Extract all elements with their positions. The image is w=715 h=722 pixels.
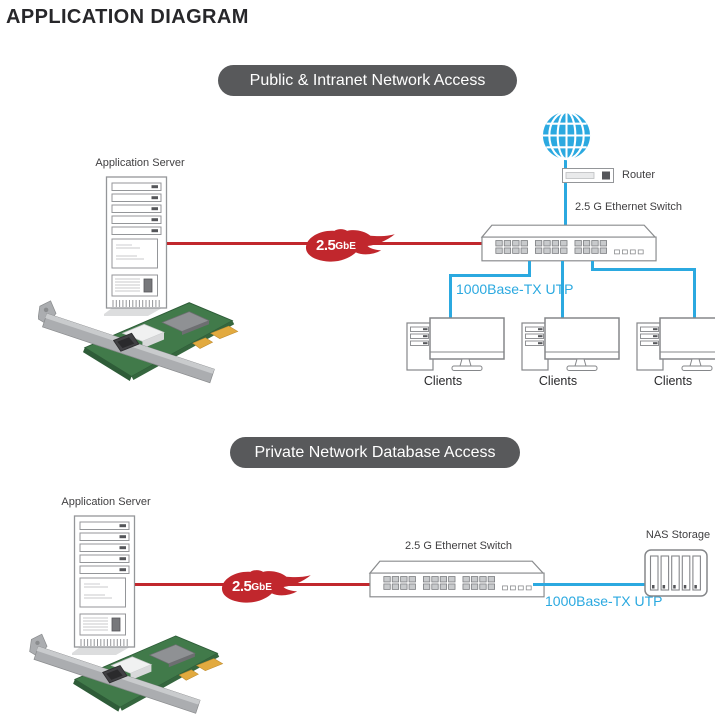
section1-banner: Public & Intranet Network Access — [218, 65, 517, 96]
client3-down-line — [693, 268, 696, 318]
client1-run-line — [449, 274, 531, 277]
ethernet-switch-icon — [368, 559, 548, 600]
globe-icon — [539, 108, 594, 163]
server2-label: Application Server — [61, 496, 151, 508]
nas-storage-icon — [644, 549, 708, 597]
client3-drop-line — [591, 261, 594, 271]
internet-uplink-line — [564, 158, 567, 238]
utp2-label: 1000Base-TX UTP — [545, 593, 663, 609]
nic-card-icon — [38, 288, 254, 392]
router-label: Router — [622, 169, 656, 181]
router-icon — [562, 168, 614, 183]
client3-run-line — [591, 268, 696, 271]
nic-card-icon — [18, 622, 250, 722]
client3-label: Clients — [653, 374, 693, 388]
client-computer-icon — [521, 316, 621, 373]
section2-banner: Private Network Database Access — [230, 437, 520, 468]
nas-link-line — [533, 583, 645, 586]
switch1-label: 2.5 G Ethernet Switch — [575, 201, 682, 213]
client-computer-icon — [406, 316, 506, 373]
client2-label: Clients — [538, 374, 578, 388]
ethernet-switch-icon — [480, 223, 660, 264]
nas-label: NAS Storage — [645, 529, 711, 541]
client1-down-line — [449, 274, 452, 318]
flame-badge-icon — [300, 227, 400, 264]
switch2-label: 2.5 G Ethernet Switch — [405, 540, 512, 552]
flame-badge-icon — [216, 568, 316, 605]
client1-drop-line — [528, 261, 531, 276]
page-title: APPLICATION DIAGRAM — [6, 6, 249, 28]
client2-drop-line — [561, 261, 564, 318]
client-computer-icon — [636, 316, 715, 373]
server1-label: Application Server — [95, 157, 185, 169]
utp1-label: 1000Base-TX UTP — [456, 281, 574, 297]
client1-label: Clients — [423, 374, 463, 388]
